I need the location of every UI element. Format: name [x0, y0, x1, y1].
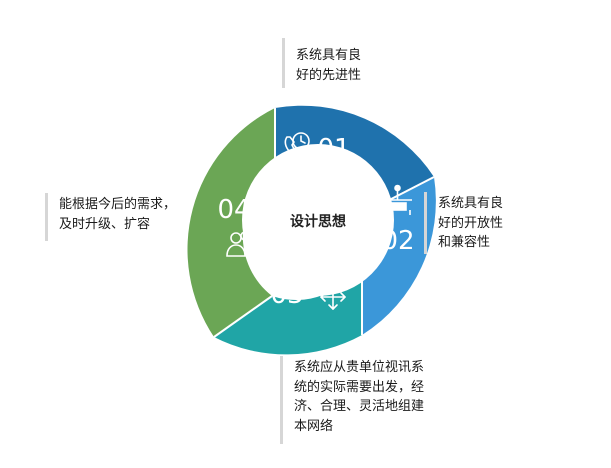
segment-04-number: 04	[217, 195, 250, 225]
users-icon	[226, 231, 254, 257]
network-node-icon	[383, 184, 412, 215]
callout-01-text: 系统具有良 好的先进性	[296, 48, 362, 83]
center-title: 设计思想	[290, 213, 346, 230]
callout-03-bar	[280, 356, 283, 444]
callout-04-text: 能根据今后的需求， 及时升级、扩容	[59, 197, 177, 232]
segment-01-number: 01	[317, 134, 350, 164]
segment-03	[214, 262, 362, 355]
callout-01-bar	[282, 38, 285, 88]
callout-04-bar	[45, 193, 48, 241]
center-disc	[242, 144, 394, 296]
callout-02-bar	[424, 192, 427, 254]
segment-04	[187, 108, 275, 337]
move-arrows-icon	[320, 284, 346, 310]
segment-02-number: 02	[381, 226, 414, 256]
callout-02-text: 系统具有良 好的开放性 和兼容性	[438, 196, 504, 250]
callout-03-text: 系统应从贵单位视讯系 统的实际需要出发，经 济、合理、灵活地组建 本网络	[294, 360, 425, 434]
clock-phone-icon	[284, 132, 310, 159]
segment-03-number: 03	[270, 280, 303, 310]
